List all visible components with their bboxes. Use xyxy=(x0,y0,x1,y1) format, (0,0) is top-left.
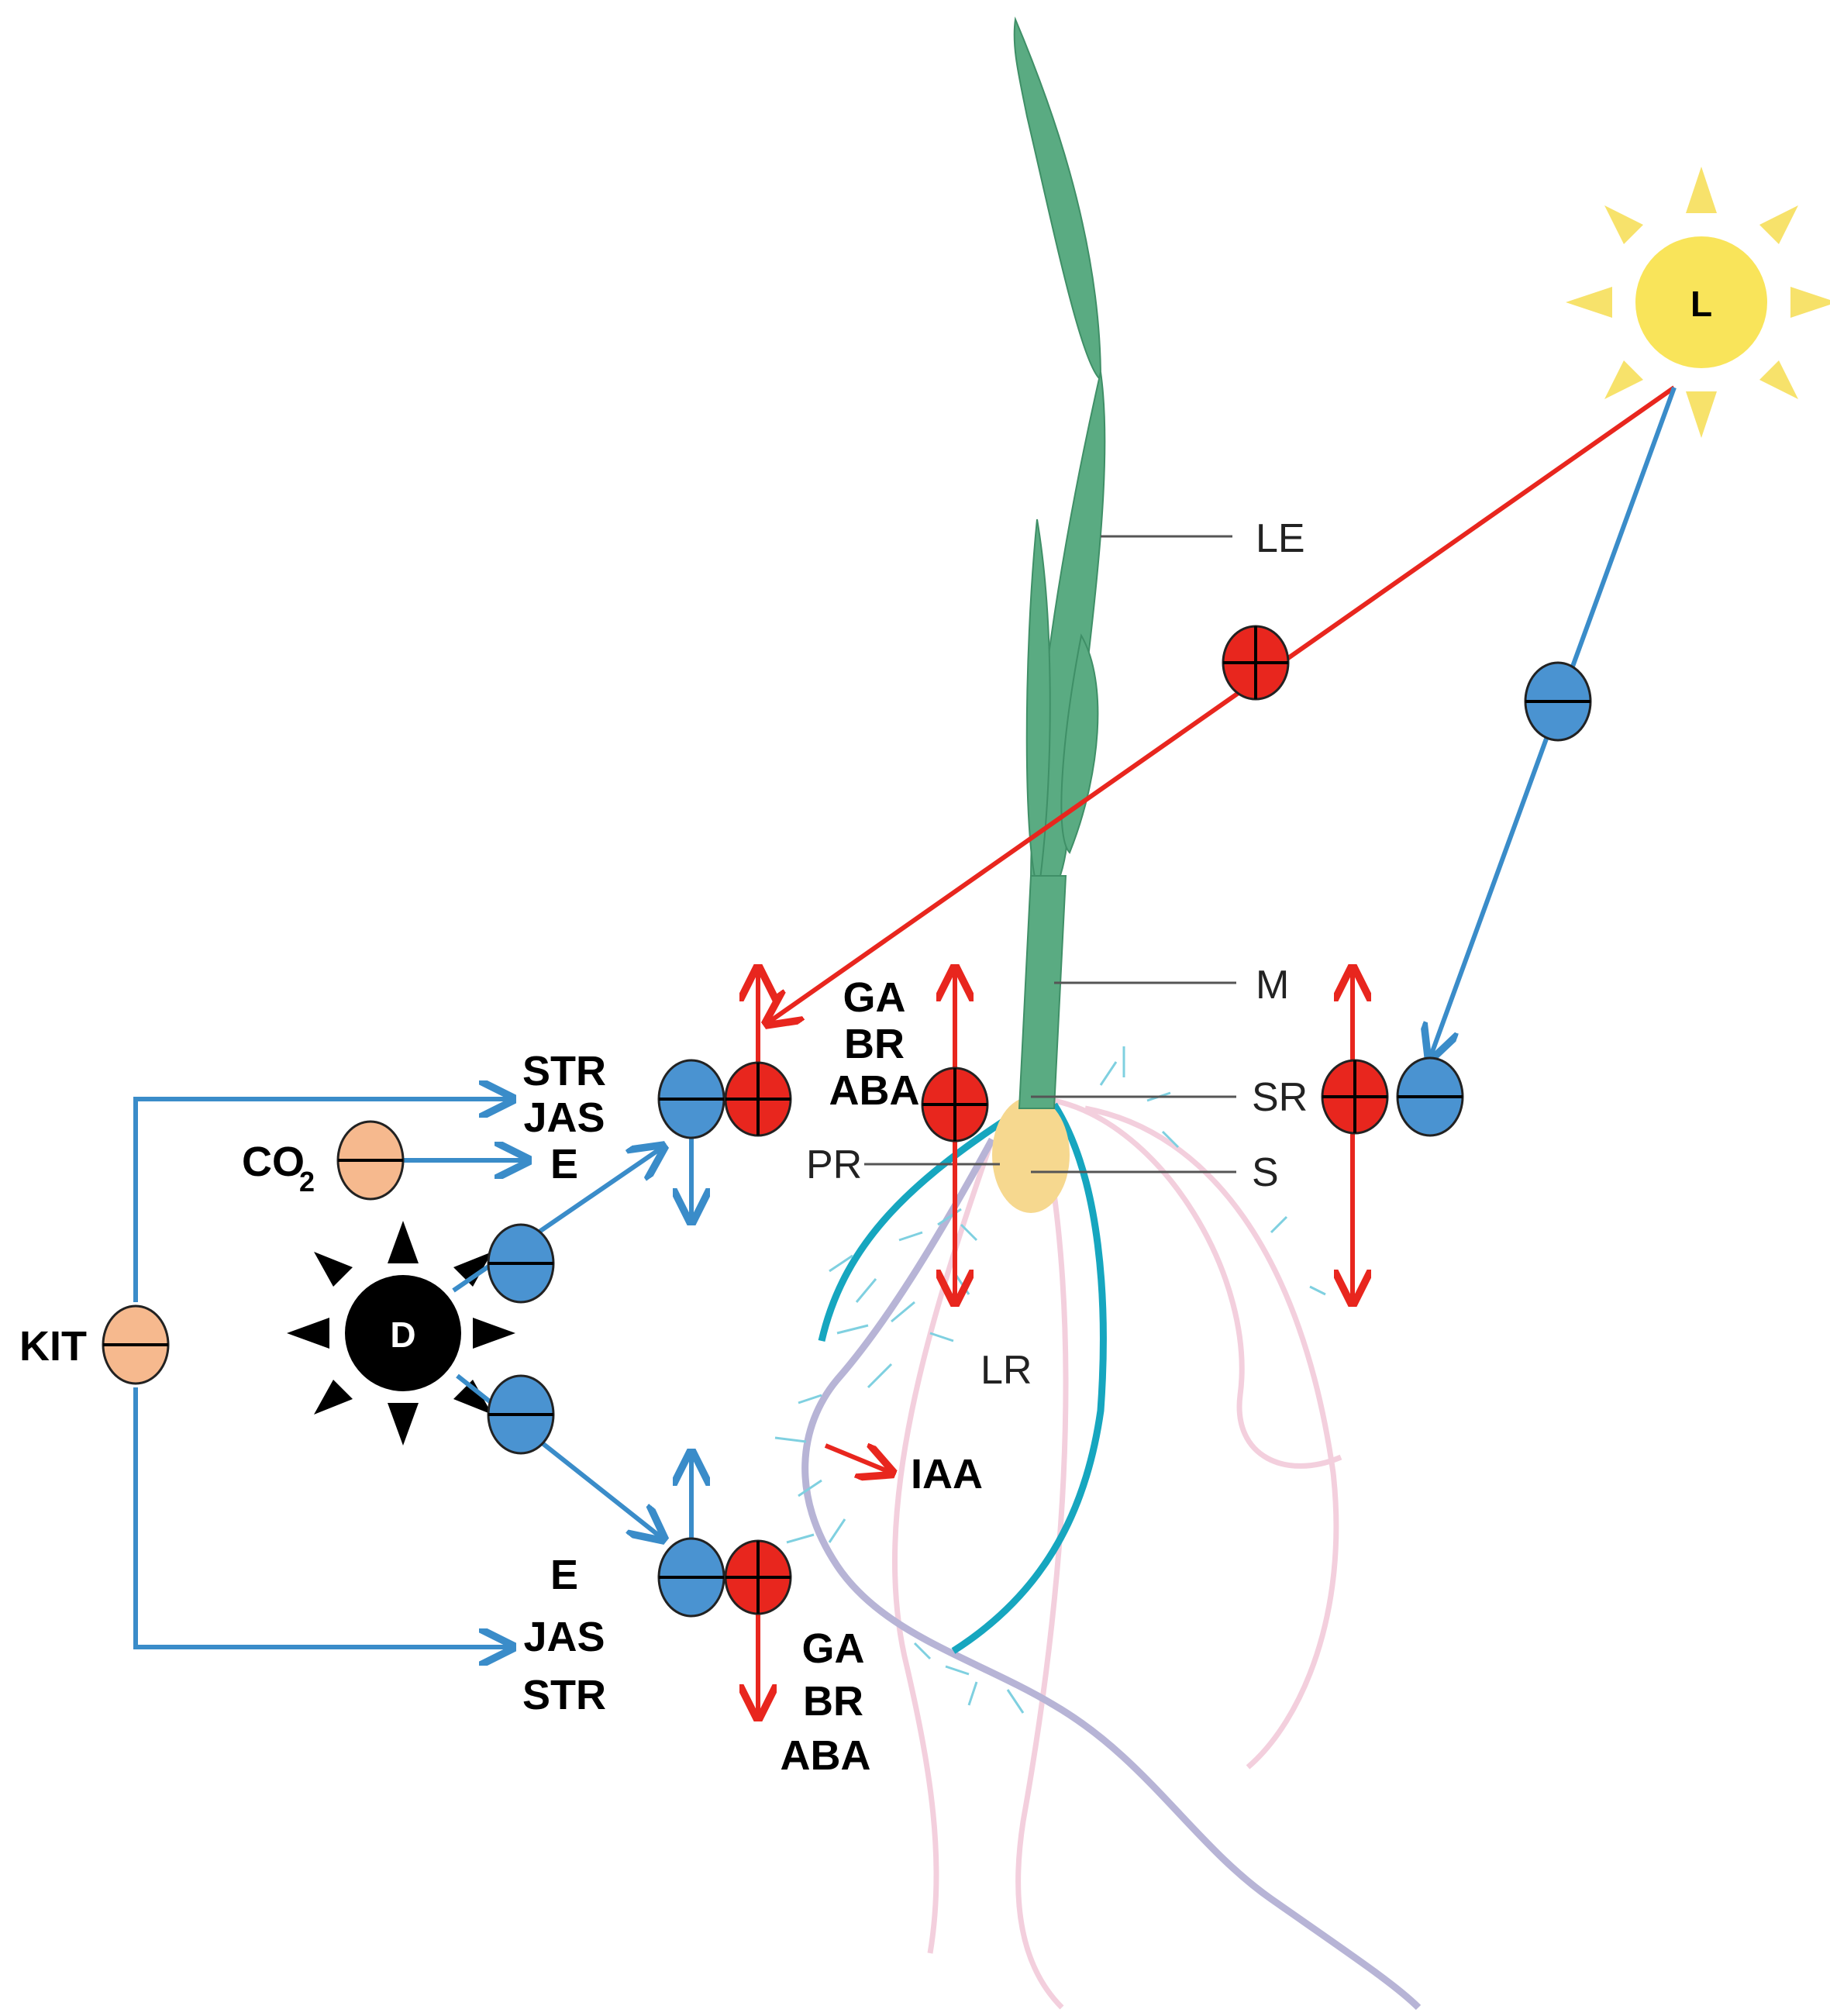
iaa-arrow xyxy=(824,1446,891,1473)
seminal-root-left xyxy=(818,1105,1025,1342)
label-seed: S xyxy=(1252,1150,1279,1195)
light-to-left-arrow xyxy=(767,385,1676,1023)
drought-to-bottom-arrow xyxy=(456,1373,663,1539)
label-seminal-root: SR xyxy=(1252,1075,1308,1120)
roots xyxy=(774,1046,1422,2011)
hormone-label: ABA xyxy=(781,1732,871,1779)
minus-marker-right xyxy=(1396,1056,1464,1137)
minus-marker-drought-bottom xyxy=(487,1374,555,1455)
label-co2: CO xyxy=(242,1139,305,1185)
minus-marker-bottom xyxy=(657,1537,725,1618)
label-primary-root: PR xyxy=(806,1142,862,1187)
seminal-root-right xyxy=(951,1102,1107,1654)
bottom-group-item: STR xyxy=(522,1672,606,1718)
hormone-label: GA xyxy=(843,974,906,1021)
plus-marker-top-middle xyxy=(921,1067,989,1142)
text-labels: LE M SR PR S LR KIT CO 2 IAA STR JAS E E… xyxy=(19,516,1308,1779)
bottom-group-item: JAS xyxy=(523,1614,605,1660)
plus-marker-light-line xyxy=(1222,625,1290,701)
plus-marker-right xyxy=(1321,1059,1389,1135)
seed-shape xyxy=(992,1097,1070,1213)
top-stress-group: STR JAS E xyxy=(522,1048,606,1187)
sun-light: L xyxy=(1566,167,1830,438)
pink-root-1 xyxy=(1015,1108,1069,2010)
pink-root-3 xyxy=(1084,1105,1339,1770)
sun-label: L xyxy=(1690,284,1712,324)
kit-to-top-arrow xyxy=(133,1099,512,1302)
pink-root-4 xyxy=(891,1138,995,1954)
minus-marker-kit xyxy=(102,1304,170,1385)
top-group-item: JAS xyxy=(523,1094,605,1141)
hormone-label: ABA xyxy=(829,1067,920,1114)
label-co2-subscript: 2 xyxy=(299,1166,315,1198)
label-mesocotyl: M xyxy=(1256,963,1289,1008)
hormone-label: BR xyxy=(803,1678,863,1725)
plus-marker-bottom xyxy=(724,1539,792,1615)
label-lateral-root: LR xyxy=(980,1348,1032,1393)
kit-to-bottom-arrow xyxy=(133,1387,512,1647)
top-group-item: STR xyxy=(522,1048,606,1094)
hormones-top: GA BR ABA xyxy=(829,974,920,1114)
label-iaa: IAA xyxy=(911,1451,983,1497)
minus-marker-drought-top xyxy=(487,1223,555,1304)
signal-markers xyxy=(102,625,1592,1618)
drought-rays xyxy=(287,1221,515,1446)
drought-stress: D xyxy=(287,1221,515,1446)
sun-rays xyxy=(1566,167,1830,438)
hormone-label: GA xyxy=(802,1625,865,1672)
hormone-label: BR xyxy=(844,1021,905,1067)
sun-core xyxy=(1635,236,1767,368)
minus-marker-top-left xyxy=(657,1059,725,1139)
bottom-stress-group: E JAS STR xyxy=(522,1552,606,1718)
primary-root-lavender xyxy=(801,1137,1422,2011)
pink-root-2 xyxy=(1053,1098,1342,1469)
drought-label: D xyxy=(390,1315,415,1355)
hormones-bottom: GA BR ABA xyxy=(781,1625,871,1779)
label-leaf: LE xyxy=(1256,516,1305,561)
bottom-group-item: E xyxy=(550,1552,578,1598)
minus-marker-co2 xyxy=(336,1120,405,1201)
plus-marker-top-left xyxy=(724,1061,792,1137)
callout-lines xyxy=(864,535,1236,1173)
leaf-shoot xyxy=(1013,16,1106,1109)
drought-core xyxy=(345,1275,461,1391)
minus-marker-light-line xyxy=(1524,661,1592,742)
label-kit: KIT xyxy=(19,1323,87,1370)
top-group-item: E xyxy=(550,1141,578,1187)
